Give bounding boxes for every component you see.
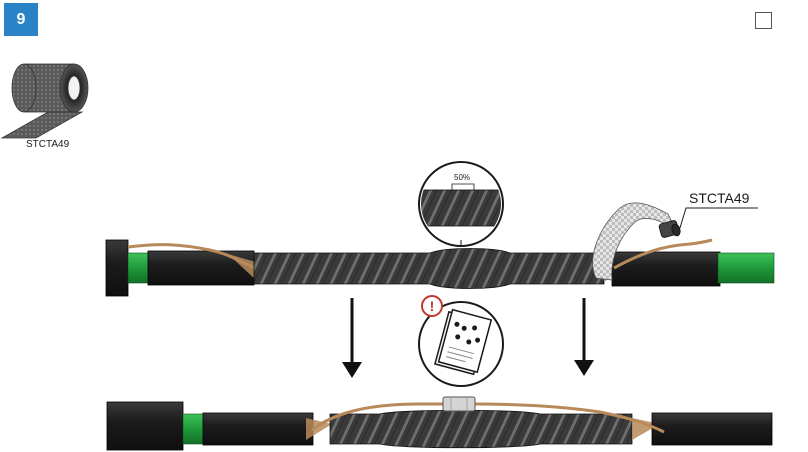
tape-callout-label: STCTA49 [689,190,750,206]
cable-assembly-bottom [106,396,773,451]
instruction-booklet-icon [418,301,504,387]
down-arrow-left [342,298,362,378]
warning-icon: ! [421,295,443,317]
overlap-percentage-label: 50% [454,173,471,182]
tape-roll-icon [0,63,89,139]
down-arrow-right [574,298,594,376]
product-code-label: STCTA49 [26,139,70,150]
step-complete-checkbox[interactable] [755,12,772,29]
overlap-magnifier [418,161,504,247]
cable-assembly-top [105,202,775,297]
step-number-badge: 9 [4,3,38,36]
